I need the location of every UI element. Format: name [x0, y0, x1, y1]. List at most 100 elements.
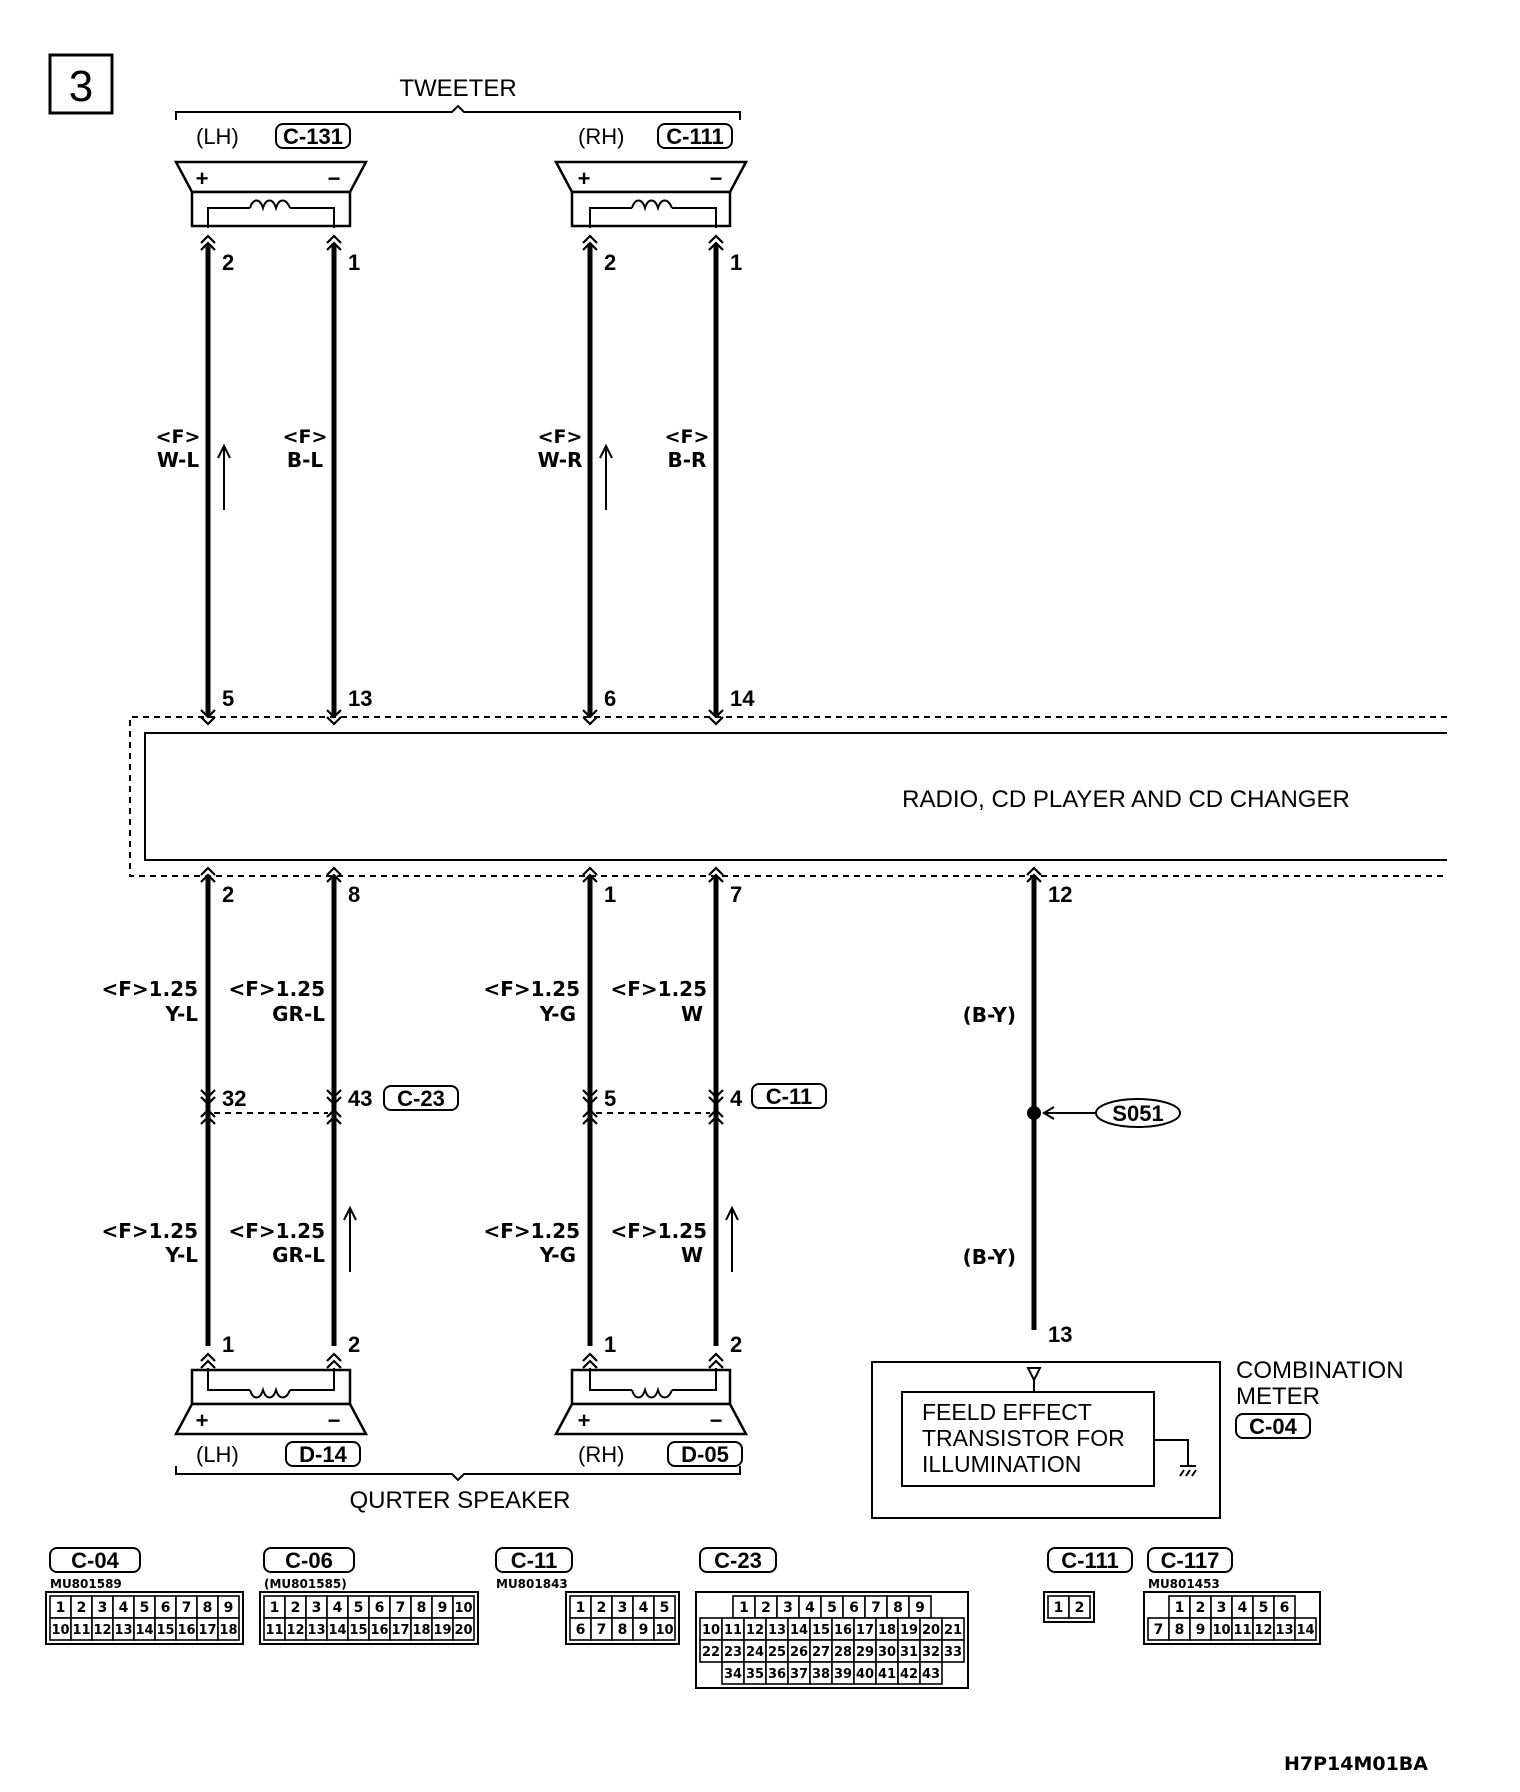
connector-pin-number: 1: [1175, 1600, 1185, 1616]
connector-id: C-117: [1161, 1548, 1220, 1573]
junction-right-pin-a: 5: [604, 1086, 616, 1111]
quarter-rh-side: (RH): [578, 1442, 624, 1467]
connector-pin-number: 12: [93, 1623, 111, 1638]
tweeter-rh-side: (RH): [578, 124, 624, 149]
lower-wire-7-color: Y-G: [539, 1243, 576, 1267]
tweeter-rh-plus: +: [578, 166, 591, 191]
connector-pin-number: 11: [72, 1623, 90, 1638]
connector-pin-number: 20: [922, 1623, 940, 1638]
connector-pin-number: 15: [156, 1623, 174, 1638]
tweeter-lh-minus: −: [328, 166, 341, 191]
quarter-speaker-rh: + − (RH) D-05: [553, 1368, 749, 1467]
connector-pin-number: 22: [702, 1645, 720, 1660]
quarter-lh-coil-icon: [207, 1368, 335, 1399]
connector-pin-number: 25: [768, 1645, 786, 1660]
connector-pin-number: 37: [790, 1667, 808, 1682]
connector-pin-number: 13: [114, 1623, 132, 1638]
connector-pin-number: 1: [56, 1600, 66, 1616]
tweeter-rh-connector-box: [657, 123, 733, 149]
connector-pin-number: 33: [944, 1645, 962, 1660]
junction-left-pin-b: 43: [348, 1086, 372, 1111]
connector-pin-number: 19: [900, 1623, 918, 1638]
lower-wire-2-color: GR-L: [272, 1002, 325, 1026]
connector-pin-number: 9: [1196, 1622, 1206, 1638]
quarter-rh-body: [570, 1368, 732, 1406]
illum-wire-bottom-color: (B-Y): [963, 1245, 1016, 1269]
connector-pin-number: 3: [1217, 1600, 1227, 1616]
connector-pin-number: 1: [576, 1600, 586, 1616]
connector-pin-number: 4: [119, 1600, 129, 1616]
tweeter-rh-connector: C-111: [666, 124, 724, 149]
radio-top-pin-3: 6: [604, 686, 616, 711]
tweeter-rh-pin-minus: 1: [730, 250, 742, 275]
connector-pin-number: 10: [51, 1623, 69, 1638]
connector-pin-number: 26: [790, 1645, 808, 1660]
radio-bottom-pin-4: 7: [730, 882, 742, 907]
connector-pin-number: 12: [286, 1623, 304, 1638]
connector-pin-number: 10: [1212, 1623, 1230, 1638]
connector-pin-number: 14: [1296, 1623, 1314, 1638]
meter-connector-box: [1235, 1413, 1311, 1439]
connector-pin-number: 1: [739, 1600, 749, 1616]
connector-pin-number: 10: [655, 1623, 673, 1638]
radio-bottom-pin-1: 2: [222, 882, 234, 907]
connector-pin-number: 6: [849, 1600, 859, 1616]
upper-wire-3-code: <F>: [538, 426, 583, 448]
meter-title-line1: COMBINATION: [1236, 1357, 1404, 1384]
connector-label-box: [495, 1547, 573, 1573]
quarter-lh-minus: −: [328, 1408, 341, 1433]
connector-id: C-23: [714, 1548, 762, 1573]
connector-pin-number: 8: [1175, 1622, 1185, 1638]
quarter-rh-connector-box: [667, 1441, 743, 1467]
connector-pin-number: 43: [922, 1667, 940, 1682]
connector-pin-number: 3: [783, 1600, 793, 1616]
junction-left-pin-a: 32: [222, 1086, 246, 1111]
connector-pin-number: 11: [724, 1623, 742, 1638]
connector-pin-number: 15: [349, 1623, 367, 1638]
connector-pin-number: 6: [375, 1600, 385, 1616]
quarter-lh-horn: [173, 1402, 369, 1436]
connector-pin-number: 9: [639, 1622, 649, 1638]
connector-pin-number: 6: [161, 1600, 171, 1616]
connector-pin-number: 31: [900, 1645, 918, 1660]
connector-part-number: MU801453: [1148, 1577, 1220, 1591]
connector-pin-number: 24: [746, 1645, 764, 1660]
connector-pin-number: 17: [391, 1623, 409, 1638]
connector-pin-number: 16: [834, 1623, 852, 1638]
connector-pin-number: 40: [856, 1667, 874, 1682]
connector-pin-number: 7: [597, 1622, 607, 1638]
connector-pin-number: 20: [454, 1623, 472, 1638]
connector-label-box: [699, 1547, 777, 1573]
connector-pin-number: 19: [433, 1623, 451, 1638]
connector-pin-cell: [919, 1661, 943, 1685]
connector-pin-number: 35: [746, 1667, 764, 1682]
meter-title-line2: METER: [1236, 1383, 1320, 1410]
connector-pin-number: 4: [333, 1600, 343, 1616]
meter-inner-box: [901, 1391, 1155, 1487]
meter-inner-line3: ILLUMINATION: [922, 1451, 1081, 1477]
upper-wire-2-code: <F>: [283, 426, 328, 448]
connector-pin-number: 12: [746, 1623, 764, 1638]
meter-inner-line1: FEELD EFFECT: [922, 1399, 1092, 1425]
quarter-lh-pin-minus: 2: [348, 1332, 360, 1357]
radio-inner-box: [144, 732, 1447, 861]
connector-pin-number: 7: [396, 1600, 406, 1616]
connector-pin-number: 9: [224, 1600, 234, 1616]
lower-wire-3-color: Y-G: [539, 1002, 576, 1026]
connector-pin-number: 10: [702, 1623, 720, 1638]
connector-pin-number: 2: [1196, 1600, 1206, 1616]
connector-pin-number: 18: [878, 1623, 896, 1638]
connector-pin-cell: [1068, 1595, 1091, 1619]
connector-pin-number: 1: [270, 1600, 280, 1616]
connector-pin-number: 9: [438, 1600, 448, 1616]
radio-bottom-pin-5: 12: [1048, 882, 1072, 907]
upper-wire-3-color: W-R: [538, 448, 583, 472]
connector-pin-number: 8: [618, 1622, 628, 1638]
connector-id: C-111: [1061, 1548, 1119, 1573]
connector-pin-number: 14: [135, 1623, 153, 1638]
tweeter-lh: (LH) C-131 + −: [173, 123, 369, 228]
